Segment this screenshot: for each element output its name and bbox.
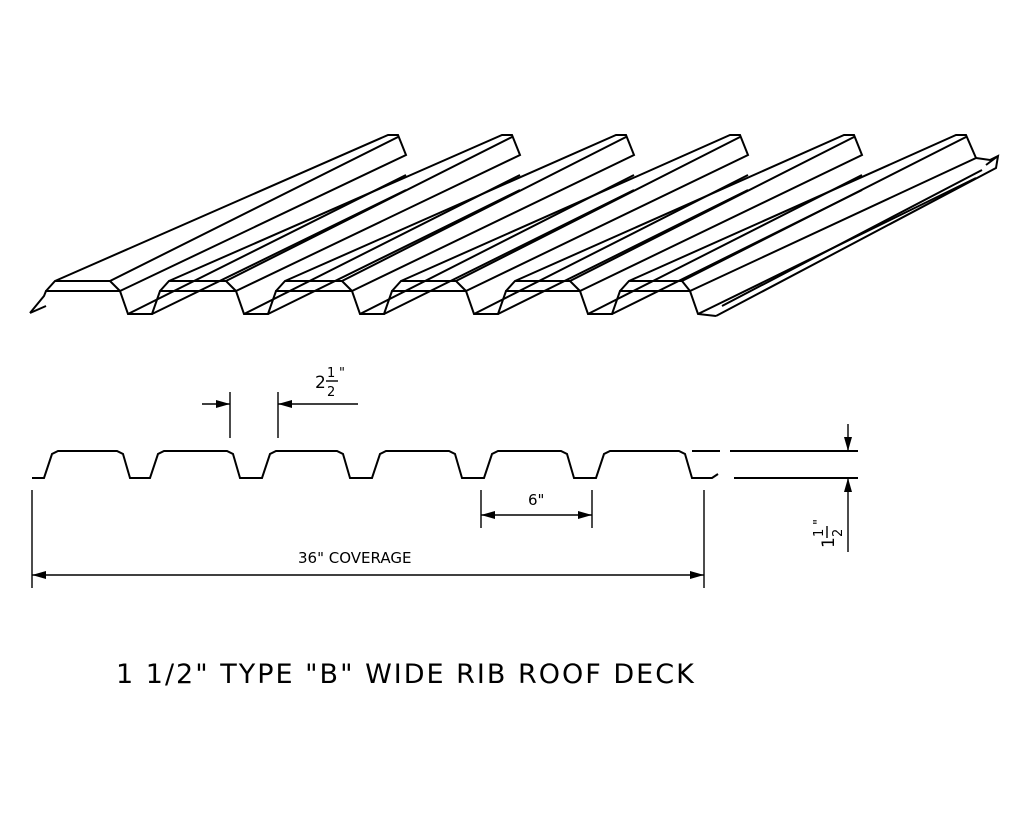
- iso-left-lip: [29, 290, 717, 317]
- ext-line: [31, 490, 705, 588]
- iso-valley-line: [473, 174, 749, 315]
- depth-label: 1 1 2 ": [812, 519, 846, 548]
- drawing-title: 1 1/2" TYPE "B" WIDE RIB ROOF DECK: [116, 659, 696, 690]
- iso-valley-line: [359, 174, 635, 315]
- iso-rib: [275, 134, 636, 292]
- dim-rib-spacing: 6": [480, 490, 593, 528]
- rib-opening-mark: ": [339, 366, 345, 381]
- iso-right-lip: [715, 154, 1000, 317]
- depth-num: 1: [812, 529, 827, 537]
- dim-depth: 1 1 2 ": [812, 424, 852, 552]
- iso-ribs: [45, 134, 978, 292]
- profile-view: [32, 450, 858, 479]
- iso-rib: [45, 134, 408, 292]
- iso-valleys: [127, 174, 977, 315]
- dim-rib-opening: 2 1 2 ": [202, 366, 358, 438]
- rib-opening-num: 1: [327, 366, 335, 381]
- arrowhead: [32, 571, 46, 579]
- iso-rib: [505, 134, 864, 292]
- iso-valley-line: [127, 174, 407, 315]
- iso-front-edge-lower: [29, 305, 47, 314]
- deck-profile: [32, 450, 719, 479]
- arrowhead: [278, 400, 292, 408]
- rib-spacing-label: 6": [528, 491, 544, 509]
- rib-opening-den: 2: [327, 385, 335, 400]
- coverage-label: 36" COVERAGE: [298, 549, 411, 567]
- iso-valley-line: [243, 174, 521, 315]
- arrowhead: [844, 478, 852, 492]
- ext-line: [229, 392, 279, 438]
- iso-valley-line: [587, 174, 863, 315]
- depth-mark: ": [812, 519, 827, 525]
- depth-den: 2: [831, 529, 846, 537]
- rib-opening-whole: 2: [315, 373, 326, 393]
- arrowhead: [481, 511, 495, 519]
- isometric-deck-view: [29, 134, 1000, 317]
- arrowhead: [844, 437, 852, 451]
- depth-whole: 1: [819, 537, 839, 548]
- ext-line: [480, 490, 593, 528]
- arrowhead: [690, 571, 704, 579]
- iso-rib: [391, 134, 750, 292]
- arrowhead: [578, 511, 592, 519]
- iso-rib: [159, 134, 522, 292]
- arrowhead: [216, 400, 230, 408]
- dim-coverage: 36" COVERAGE: [31, 490, 705, 588]
